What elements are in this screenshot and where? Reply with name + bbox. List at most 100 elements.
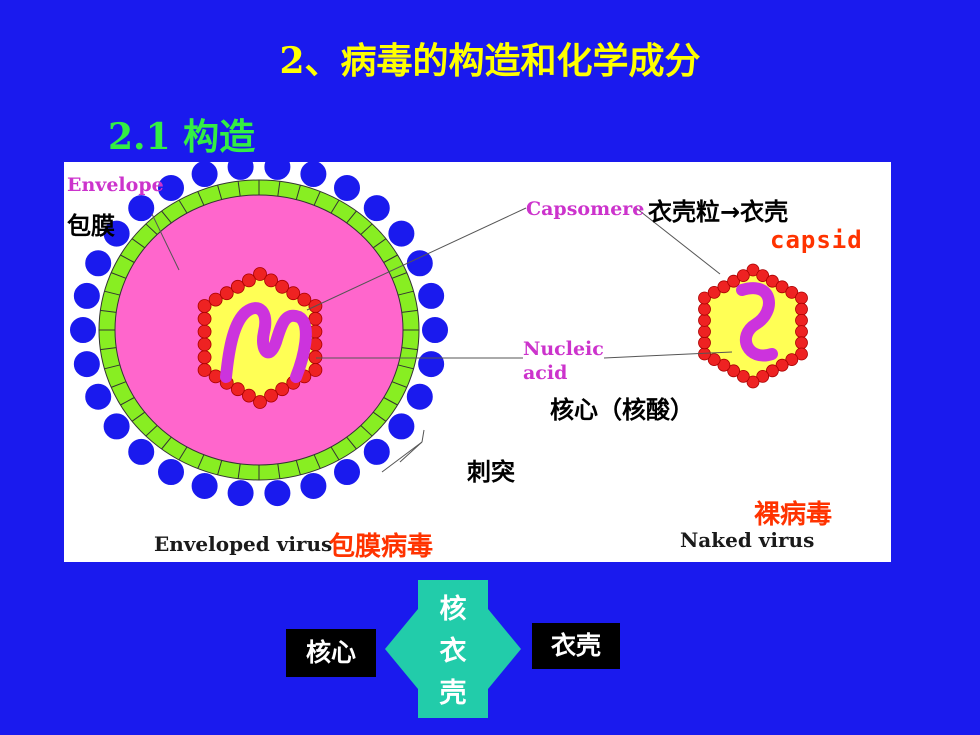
envelope-tick	[104, 364, 121, 370]
spike-knob	[101, 218, 132, 249]
double-arrow-shape	[385, 580, 521, 718]
capsomere-bead	[698, 336, 711, 350]
spike-knob	[83, 381, 114, 412]
envelope-tick	[391, 272, 408, 279]
envelope-tick	[372, 411, 387, 422]
pointer-line	[381, 441, 423, 473]
capsomere-bead	[308, 363, 323, 377]
spike-knob	[156, 172, 186, 203]
envelope-tick	[346, 436, 357, 450]
envelope-tick	[237, 463, 241, 479]
envelope-tick	[330, 446, 340, 461]
envelope-tick	[277, 463, 281, 479]
spike-knob	[361, 436, 392, 467]
capsomere-bead	[795, 347, 808, 361]
spike-knob	[386, 411, 417, 442]
capsomere-bead	[707, 353, 721, 367]
envelope-tick	[372, 238, 387, 249]
envelope-tick	[100, 309, 117, 313]
capsomere-label-en: Capsomere	[526, 198, 645, 220]
virus-diagram-panel: Envelope 包膜 Capsomere 衣壳粒→衣壳 capsid Nucl…	[64, 162, 891, 562]
capsomere-bead	[264, 273, 278, 288]
spike-knob	[386, 218, 417, 249]
core-box: 核心	[286, 629, 376, 677]
spike-knob	[404, 248, 435, 279]
capsomere-bead	[795, 313, 808, 327]
spike-knob	[361, 193, 392, 224]
capsomere-bead	[208, 292, 223, 307]
capsomere-bead	[727, 274, 741, 288]
capsomere-bead	[756, 269, 770, 282]
capsomere-bead	[795, 325, 808, 339]
envelope-tick	[120, 254, 135, 263]
capsomere-bead	[197, 324, 212, 339]
capsomere-bead	[698, 313, 711, 327]
spike-knob	[225, 478, 256, 509]
capsomere-bead	[197, 299, 212, 313]
spike-knob	[332, 172, 362, 203]
capsomere-bead	[242, 273, 256, 288]
envelope-tick	[217, 184, 223, 200]
capsomere-bead	[785, 353, 799, 367]
capsid-label-en: capsid	[770, 226, 863, 254]
spike-label-cn: 刺突	[467, 458, 515, 486]
arrow-char-3: 壳	[439, 678, 467, 709]
spike-knob	[71, 280, 102, 311]
envelope-tick	[401, 347, 418, 351]
capsomere-bead	[253, 395, 267, 409]
envelope-tick	[313, 191, 321, 206]
capsomere-bead	[219, 286, 234, 301]
enveloped-virus-label-cn: 包膜病毒	[329, 532, 434, 562]
spike-knob	[416, 349, 447, 380]
envelope-tick	[295, 460, 301, 476]
capsid-box: 衣壳	[532, 623, 620, 669]
capsomere-bead	[264, 388, 278, 403]
envelope-label-cn: 包膜	[67, 212, 115, 240]
envelope-tick	[161, 210, 172, 224]
envelope-tick	[397, 364, 414, 370]
capsomere-bead	[746, 263, 760, 277]
spike-knob	[189, 470, 220, 501]
envelope-tick	[145, 425, 158, 437]
capsomere-label-cn: 衣壳粒→衣壳	[648, 192, 788, 227]
spike-knob	[262, 478, 293, 509]
capsomere-bead	[717, 358, 731, 372]
core-label-cn: 核心（核酸）	[550, 396, 694, 424]
envelope-tick	[197, 191, 205, 206]
spike-knob	[126, 193, 157, 224]
capsomere-bead	[795, 302, 808, 316]
pointer-line	[151, 213, 180, 271]
arrow-char-1: 核	[439, 594, 467, 625]
envelope-tick	[313, 454, 321, 469]
envelope-tick	[397, 290, 414, 296]
pointer-line	[421, 429, 425, 443]
envelope-tick	[104, 290, 121, 296]
envelope-tick	[110, 272, 127, 279]
envelope-label-en: Envelope	[67, 174, 164, 196]
spike-knob	[262, 162, 293, 182]
spike-knob	[101, 411, 132, 442]
capsomere-bead	[275, 279, 290, 294]
capsomere-bead	[698, 325, 711, 339]
nucleic-acid-strand	[736, 282, 778, 362]
spike-knob	[332, 457, 362, 488]
envelope-tick	[391, 381, 408, 388]
capsomere-bead	[736, 369, 750, 383]
pointer-line	[306, 207, 527, 311]
envelope-tick	[197, 454, 205, 469]
envelope-tick	[131, 411, 146, 422]
capsomere-bead	[286, 286, 301, 301]
spike-knob	[83, 248, 114, 279]
enveloped-virus-label-en: Enveloped virus	[154, 532, 333, 556]
envelope-tick	[401, 309, 418, 313]
envelope-tick	[360, 425, 373, 437]
capsomere-bead	[297, 292, 312, 307]
pointer-line	[603, 351, 733, 359]
spike-knob	[68, 315, 98, 345]
envelope-tick	[237, 181, 241, 197]
envelope-tick	[100, 347, 117, 351]
capsomere-text: 衣壳粒	[648, 198, 720, 226]
envelope-tick	[330, 199, 340, 214]
capsomere-bead	[795, 336, 808, 350]
envelope-tick	[145, 223, 158, 235]
